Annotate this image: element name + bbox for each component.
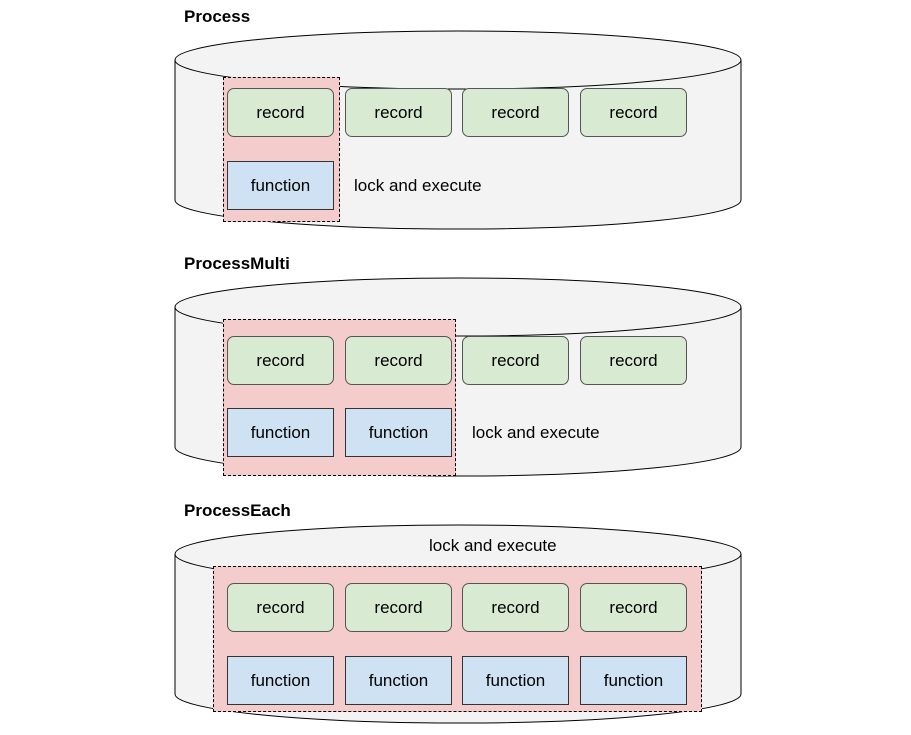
function-box: function (227, 408, 334, 457)
section-processmulti: ProcessMulti record record record record… (0, 247, 911, 487)
function-box: function (580, 656, 687, 705)
record-box: record (462, 88, 569, 137)
section-title: ProcessMulti (184, 254, 290, 273)
section-title: ProcessEach (184, 501, 291, 520)
record-box: record (345, 336, 452, 385)
record-box: record (227, 583, 334, 632)
lock-and-execute-label: lock and execute (429, 536, 557, 555)
function-box: function (227, 161, 334, 210)
record-box: record (227, 88, 334, 137)
lock-and-execute-label: lock and execute (354, 176, 482, 195)
record-box: record (462, 583, 569, 632)
function-box: function (462, 656, 569, 705)
section-processeach: ProcessEach lock and execute record reco… (0, 494, 911, 735)
record-box: record (580, 88, 687, 137)
section-title: Process (184, 7, 251, 26)
lock-and-execute-label: lock and execute (472, 423, 600, 442)
record-box: record (462, 336, 569, 385)
function-box: function (345, 408, 452, 457)
record-box: record (345, 88, 452, 137)
record-box: record (580, 583, 687, 632)
section-process: Process record record record record func… (0, 0, 911, 240)
function-box: function (227, 656, 334, 705)
record-box: record (227, 336, 334, 385)
function-box: function (345, 656, 452, 705)
record-box: record (580, 336, 687, 385)
record-box: record (345, 583, 452, 632)
